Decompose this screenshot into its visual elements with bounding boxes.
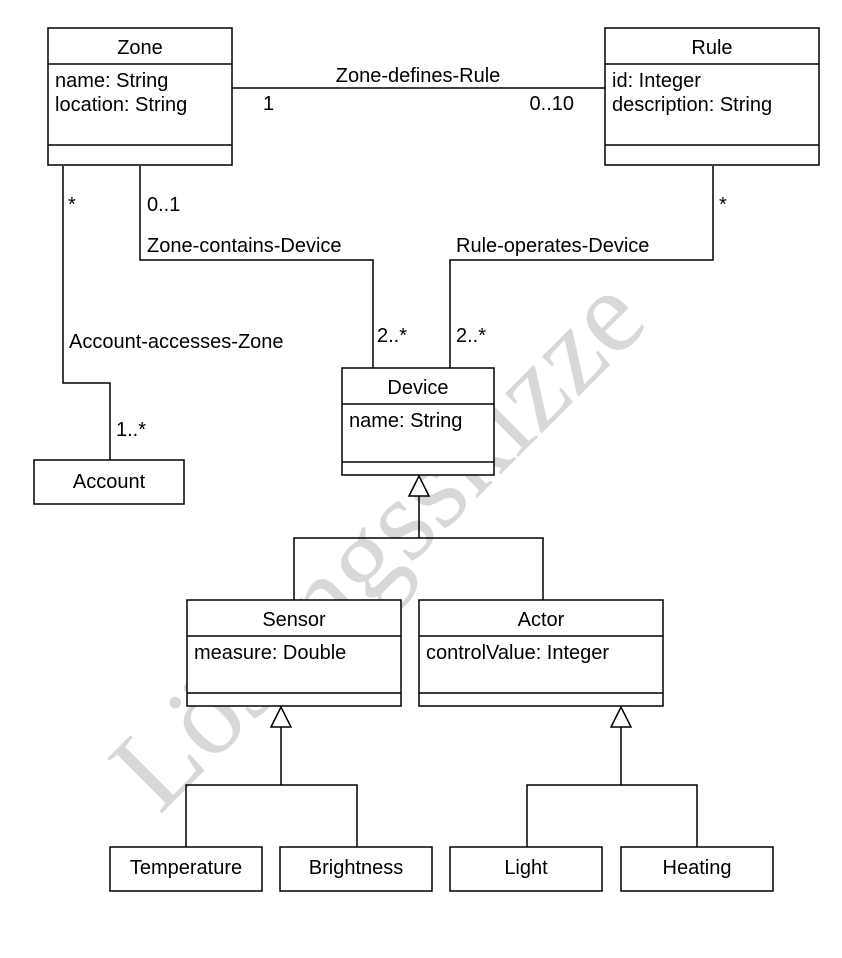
generalization-actor-line bbox=[621, 784, 698, 847]
multiplicity-account-zone-zone-end: * bbox=[68, 194, 76, 216]
multiplicity-zone-device-zone-end: 0..1 bbox=[147, 194, 180, 216]
generalization-arrow-actor bbox=[609, 705, 633, 728]
class-light: Light bbox=[449, 846, 603, 892]
generalization-arrow-device bbox=[407, 474, 431, 497]
class-zone: Zone name: String location: String bbox=[47, 27, 233, 166]
generalization-sensor-line bbox=[185, 727, 282, 847]
multiplicity-rule-device-device-end: 2..* bbox=[456, 325, 486, 347]
generalization-device-line bbox=[419, 537, 544, 600]
class-name-zone: Zone bbox=[117, 37, 163, 59]
attribute-device-name: name: String bbox=[349, 410, 462, 432]
class-device: Device name: String bbox=[341, 367, 495, 476]
generalization-sensor-line bbox=[281, 784, 358, 847]
association-rule-device-line bbox=[449, 166, 714, 368]
class-account: Account bbox=[33, 459, 185, 505]
attribute-rule-description: description: String bbox=[612, 94, 772, 116]
attribute-zone-name: name: String bbox=[55, 70, 168, 92]
class-temperature: Temperature bbox=[109, 846, 263, 892]
attribute-actor-controlvalue: controlValue: Integer bbox=[426, 642, 609, 664]
class-rule: Rule id: Integer description: String bbox=[604, 27, 820, 166]
attribute-rule-id: id: Integer bbox=[612, 70, 701, 92]
multiplicity-zone-rule-zone-end: 1 bbox=[263, 93, 274, 115]
class-name-device: Device bbox=[387, 377, 448, 399]
class-sensor: Sensor measure: Double bbox=[186, 599, 402, 707]
generalization-actor-line bbox=[526, 727, 622, 847]
association-label-zone-contains-device: Zone-contains-Device bbox=[147, 235, 342, 257]
class-name-account: Account bbox=[73, 471, 146, 493]
association-zone-device-line bbox=[139, 166, 374, 368]
multiplicity-rule-device-rule-end: * bbox=[719, 194, 727, 216]
generalization-device-line bbox=[293, 495, 420, 600]
multiplicity-account-zone-account-end: 1..* bbox=[116, 419, 146, 441]
association-label-zone-defines-rule: Zone-defines-Rule bbox=[336, 65, 501, 87]
association-label-rule-operates-device: Rule-operates-Device bbox=[456, 235, 649, 257]
class-name-light: Light bbox=[504, 857, 548, 879]
class-name-temperature: Temperature bbox=[130, 857, 242, 879]
class-name-heating: Heating bbox=[663, 857, 732, 879]
association-account-zone-line bbox=[62, 166, 111, 460]
generalization-arrow-sensor bbox=[269, 705, 293, 728]
class-brightness: Brightness bbox=[279, 846, 433, 892]
multiplicity-zone-rule-rule-end: 0..10 bbox=[530, 93, 574, 115]
class-name-rule: Rule bbox=[691, 37, 732, 59]
class-name-sensor: Sensor bbox=[262, 609, 326, 631]
multiplicity-zone-device-device-end: 2..* bbox=[377, 325, 407, 347]
class-actor: Actor controlValue: Integer bbox=[418, 599, 664, 707]
class-name-actor: Actor bbox=[518, 609, 565, 631]
attribute-sensor-measure: measure: Double bbox=[194, 642, 346, 664]
class-name-brightness: Brightness bbox=[309, 857, 404, 879]
association-label-account-accesses-zone: Account-accesses-Zone bbox=[69, 331, 284, 353]
class-heating: Heating bbox=[620, 846, 774, 892]
attribute-zone-location: location: String bbox=[55, 94, 187, 116]
